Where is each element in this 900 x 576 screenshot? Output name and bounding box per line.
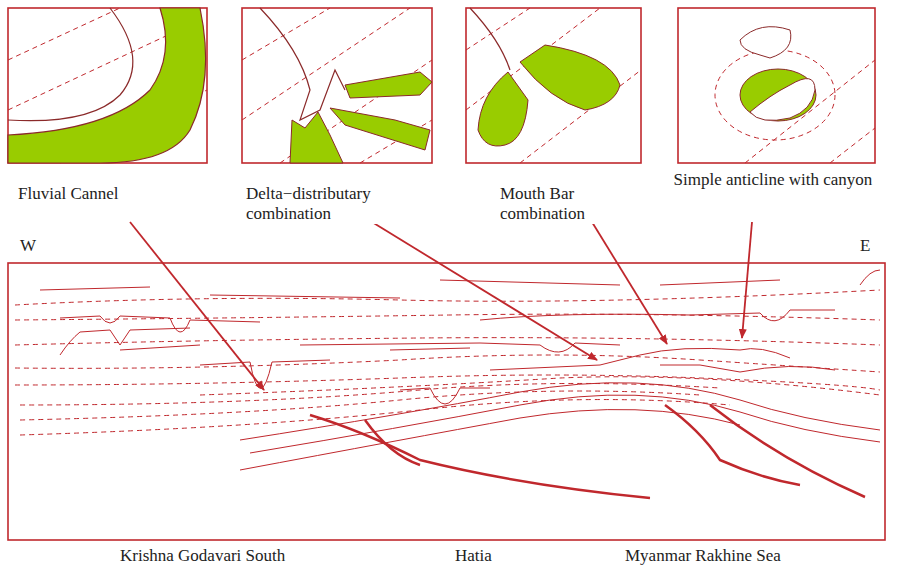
inset-panel: Delta−distributary combination	[242, 8, 432, 213]
basin-name: Krishna Godavari South	[120, 546, 285, 566]
inset-panel: Mouth Bar combination	[466, 8, 641, 213]
inset-panel: Simple anticline with canyon	[678, 8, 875, 213]
direction-label: W	[20, 236, 36, 256]
basin-name: Myanmar Rakhine Sea	[625, 546, 781, 566]
direction-label: E	[860, 236, 870, 256]
inset-panel: Fluvial Cannel	[8, 8, 207, 213]
inset-caption: Mouth Bar combination	[500, 184, 650, 224]
inset-caption: Fluvial Cannel	[18, 184, 208, 204]
inset-caption: Simple anticline with canyon	[650, 170, 896, 190]
inset-caption: Delta−distributary combination	[246, 184, 446, 224]
basin-name: Hatia	[455, 546, 492, 566]
